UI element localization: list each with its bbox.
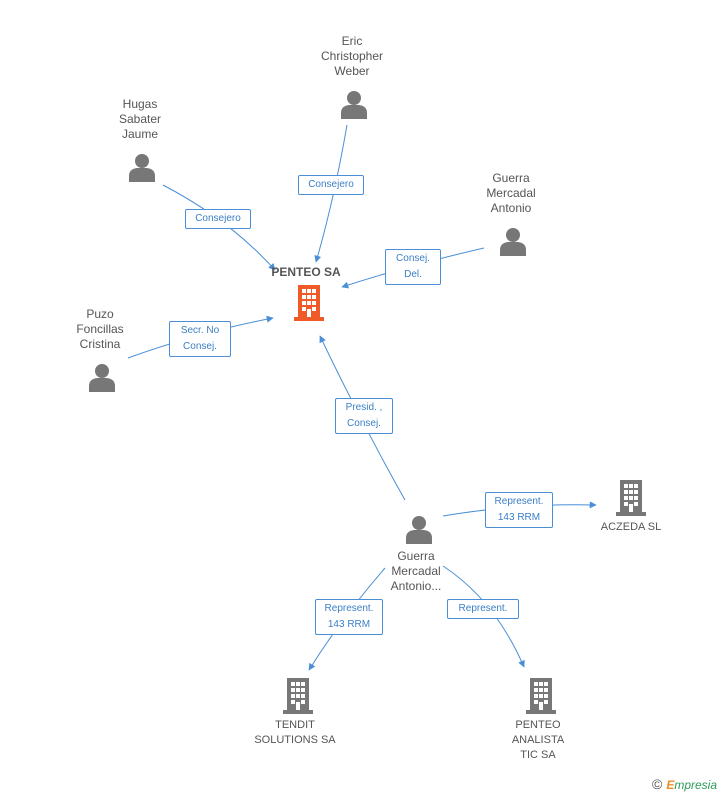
brand-name: mpresia bbox=[674, 778, 718, 792]
edge-label-guerra-mid-main[interactable]: Presid. , Consej. bbox=[335, 398, 393, 434]
edge-label-puzo-main[interactable]: Secr. No Consej. bbox=[169, 321, 231, 357]
person-icon[interactable] bbox=[405, 514, 433, 544]
brand-footer: ©Empresia bbox=[652, 776, 717, 792]
copyright-icon: © bbox=[652, 776, 663, 792]
node-label-penteo-analista: PENTEO ANALISTA TIC SA bbox=[511, 719, 565, 761]
person-icon[interactable] bbox=[128, 152, 156, 182]
node-label-eric: Eric Christopher Weber bbox=[320, 34, 384, 78]
node-label-puzo: Puzo Foncillas Cristina bbox=[76, 307, 124, 351]
edge-label-guerra-mid-aczeda[interactable]: Represent. 143 RRM bbox=[485, 492, 553, 528]
building-icon[interactable] bbox=[616, 480, 646, 516]
edge-label-guerra-mid-tendit[interactable]: Represent. 143 RRM bbox=[315, 599, 383, 635]
person-icon[interactable] bbox=[88, 362, 116, 392]
edge-label-guerra-top-main[interactable]: Consej. Del. bbox=[385, 249, 441, 285]
building-icon[interactable] bbox=[283, 678, 313, 714]
node-label-main: PENTEO SA bbox=[271, 265, 341, 279]
person-icon[interactable] bbox=[499, 226, 527, 256]
node-label-hugas: Hugas Sabater Jaume bbox=[118, 97, 162, 141]
link-eric-main bbox=[314, 124, 348, 263]
node-label-guerra-top: Guerra Mercadal Antonio bbox=[486, 171, 536, 215]
node-label-aczeda: ACZEDA SL bbox=[600, 521, 662, 533]
edge-label-hugas-main[interactable]: Consejero bbox=[185, 209, 251, 229]
person-icon[interactable] bbox=[340, 89, 368, 119]
edge-label-guerra-mid-penteo-analista[interactable]: Represent. bbox=[447, 599, 519, 619]
edge-label-eric-main[interactable]: Consejero bbox=[298, 175, 364, 195]
building-icon[interactable] bbox=[294, 285, 324, 321]
node-label-guerra-mid: Guerra Mercadal Antonio... bbox=[390, 549, 442, 593]
node-label-tendit: TENDIT SOLUTIONS SA bbox=[254, 719, 336, 746]
brand-initial: E bbox=[666, 778, 675, 792]
building-icon[interactable] bbox=[526, 678, 556, 714]
